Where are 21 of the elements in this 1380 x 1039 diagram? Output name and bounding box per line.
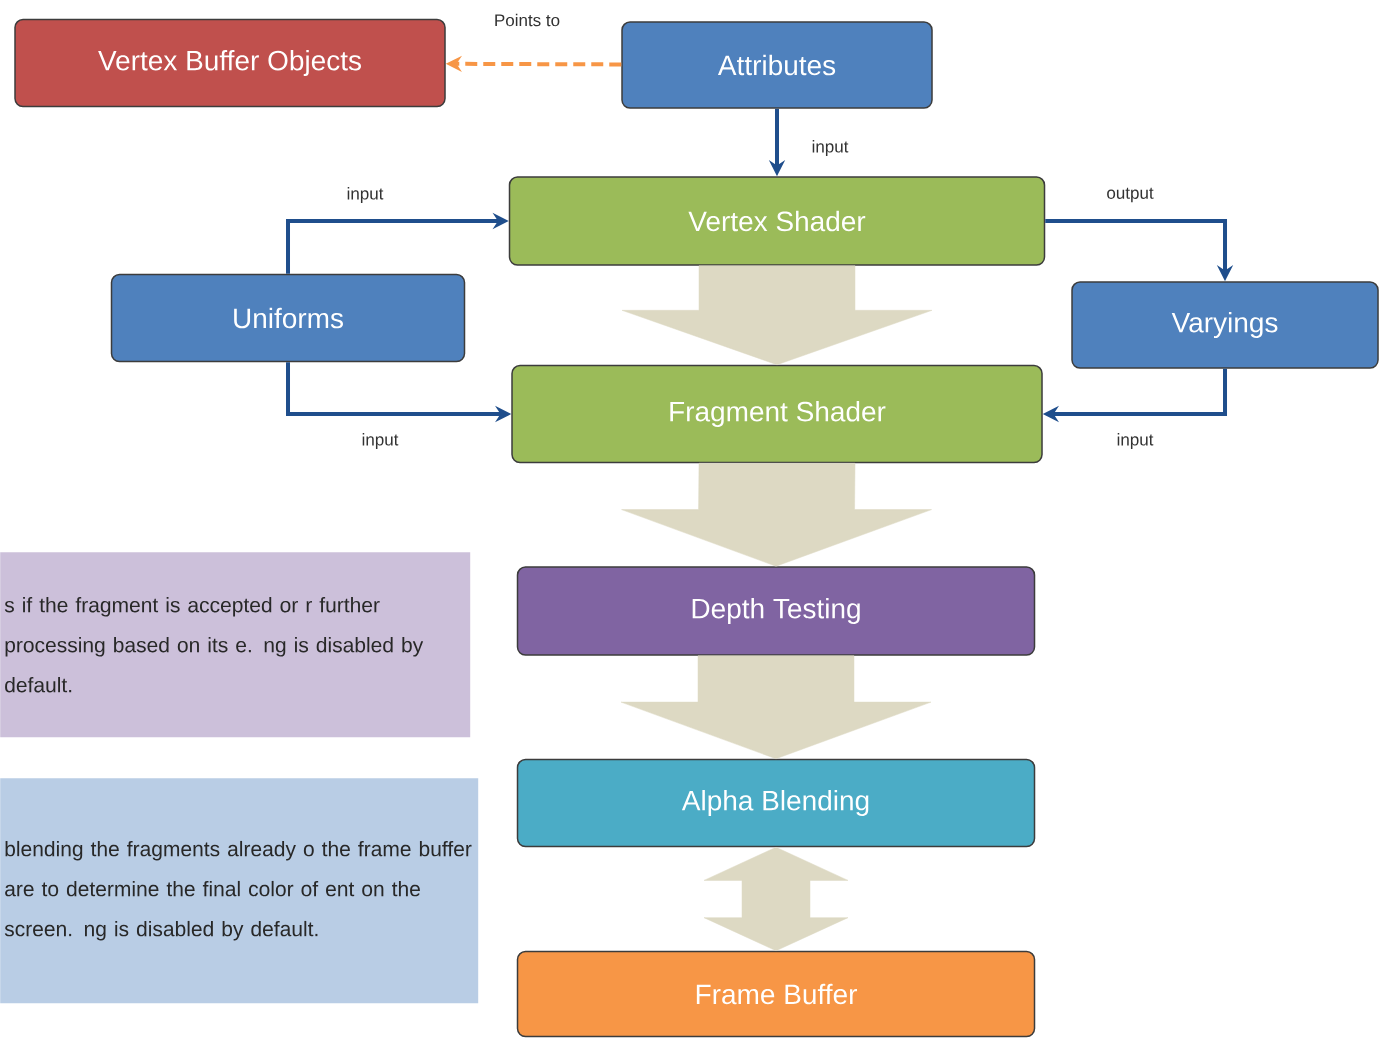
block-arrow (621, 265, 933, 365)
process-box: Frame Buffer (516, 950, 1036, 1038)
edge-label: input (344, 185, 386, 205)
edge-label: input (1114, 431, 1156, 451)
process-box: Depth Testing (516, 566, 1036, 656)
edge-label: Points to (491, 11, 563, 29)
block-arrow (620, 655, 932, 759)
edge-label: input (809, 138, 851, 158)
vbo-box: Vertex Buffer Objects (14, 18, 446, 108)
note-box: blending the fragments already o the frame buffer are to determine the final color of ent on the screen. ng is disabled by default. (0, 778, 479, 1004)
process-box: Alpha Blending (516, 758, 1036, 848)
process-box: Attributes (621, 21, 933, 109)
shader-box: Vertex Shader (508, 176, 1046, 266)
edge-label: output (1104, 185, 1156, 205)
shader-box: Fragment Shader (511, 364, 1043, 464)
process-box: Uniforms (110, 273, 466, 363)
edge-label: input (359, 431, 401, 451)
note-box: s if the fragment is accepted or r further processing based on its e. ng is disabled by default. (0, 552, 471, 738)
block-arrow (703, 847, 849, 951)
process-box: Varyings (1071, 281, 1379, 369)
block-arrow (621, 463, 932, 567)
